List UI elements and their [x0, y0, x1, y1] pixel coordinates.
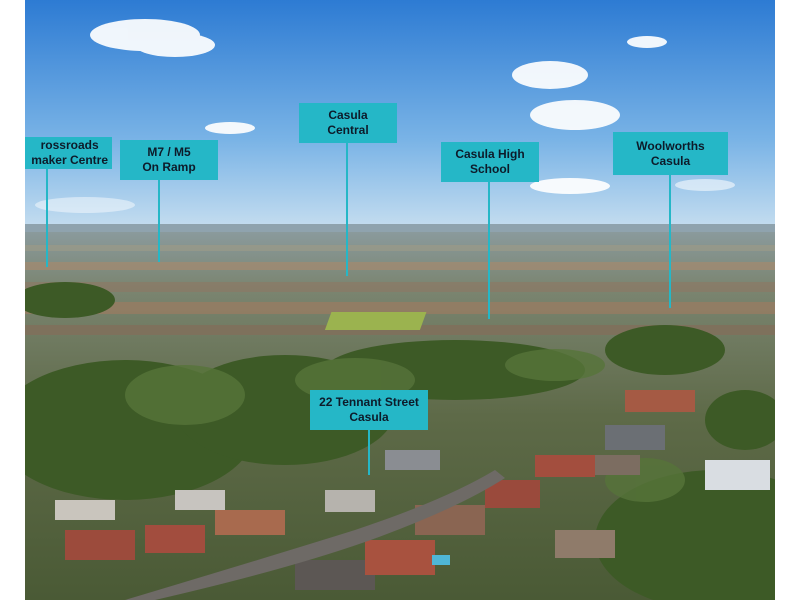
callout-casula-high-line: [488, 182, 490, 319]
callout-casula-central-line: [346, 143, 348, 276]
clouds: [35, 19, 735, 213]
callout-subject-line: [368, 430, 370, 475]
pool: [432, 555, 450, 565]
callout-casula-central-label: Casula Central: [299, 103, 397, 143]
callout-subject-label: 22 Tennant Street Casula: [310, 390, 428, 430]
callout-woolworths-line: [669, 175, 671, 308]
sports-field: [324, 312, 427, 330]
aerial-scene: [25, 0, 775, 600]
callout-woolworths-label: Woolworths Casula: [613, 132, 728, 175]
callout-crossroads-line: [46, 169, 48, 267]
callout-crossroads-label: rossroads maker Centre: [25, 137, 112, 169]
aerial-photo: [25, 0, 775, 600]
callout-m7-label: M7 / M5 On Ramp: [120, 140, 218, 180]
foreground-houses: [55, 390, 770, 590]
callout-casula-high-label: Casula High School: [441, 142, 539, 182]
callout-m7-line: [158, 180, 160, 262]
